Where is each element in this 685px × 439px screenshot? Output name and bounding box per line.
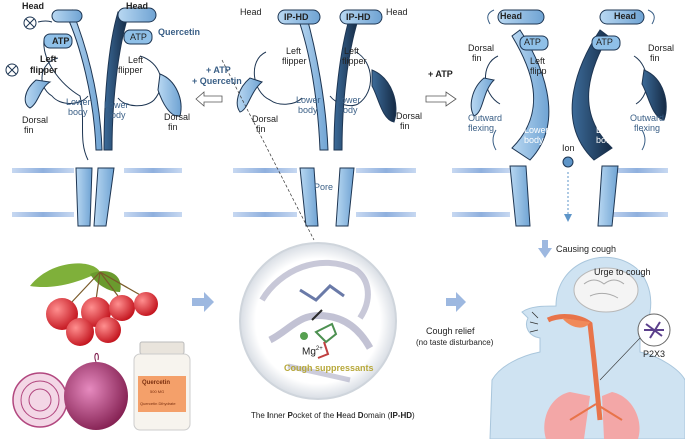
ion-label: Ion [562,143,575,153]
quercetin-label: Quercetin [158,27,201,37]
dorsal-fin-label: fin [256,124,266,134]
mg-label: Mg2+ [302,346,323,357]
channel-closed [5,7,182,227]
left-flipper-label: Left [286,46,302,56]
lower-body-label: body [106,110,126,120]
lower-body-label: body [338,105,358,115]
dorsal-fin-label: fin [400,121,410,131]
bottle-dose: 500 MG [150,389,165,394]
lower-body-label: body [298,105,318,115]
left-flipper-label: Left [128,55,144,65]
dorsal-fin-label: Dorsal [468,43,495,53]
cough-relief-label: Cough relief [426,326,475,336]
iphd-caption: The Inner Pocket of the Head Domain (IP-… [251,411,415,420]
mg-text: Mg [302,346,316,358]
dorsal-fin-label: Dorsal [648,43,675,53]
left-flipper-label: Left [344,46,360,56]
dorsal-fin-label: fin [168,122,178,132]
no-taste-label: (no taste disturbance) [416,338,494,347]
dorsal-fin-label: Dorsal [22,115,49,125]
atp-label: ATP [130,32,147,42]
pore-label: Pore [314,182,334,192]
dorsal-fin-label: Dorsal [396,111,423,121]
p2x3-label: P2X3 [643,349,666,359]
left-flipper-label: flipper [342,56,367,66]
arrow-label: + Quercetin [192,76,242,86]
head-label: Head [386,7,408,17]
left-flipper-label: Left [530,56,546,66]
left-flipper-label: flipper [118,65,143,75]
lower-body-label: Lower [104,100,129,110]
outward-flexing-label: Outward [468,113,503,123]
lower-body-label: body [596,135,616,145]
lower-body-label: Lower [336,95,361,105]
atp-label: ATP [596,37,613,47]
outward-flexing-label: flexing [634,123,661,133]
arrow-label: + ATP [428,69,453,79]
mg-charge: 2+ [315,346,323,352]
left-flipper-label: flipper [282,56,307,66]
atp-label: ATP [52,36,70,46]
arrows [192,59,552,312]
head-label: Head [126,1,149,11]
dorsal-fin-label: fin [650,53,660,63]
bottle-brand: Quercetin [142,380,171,386]
head-label: Head [22,1,45,11]
cough-suppressants-label: Cough suppressants [284,363,374,373]
dorsal-fin-label: fin [472,53,482,63]
cherries-image [30,263,158,346]
bottle-subtitle: Quercetin Dihydrate [140,401,176,406]
iphd-label: IP-HD [284,12,309,22]
lower-body-label: Lower [596,125,621,135]
quercetin-bottle [133,341,191,431]
lower-body-label: body [524,135,544,145]
arrow-label: + ATP [206,65,231,75]
membrane-bars [12,168,668,217]
channel-bound [236,9,397,227]
iphd-label: IP-HD [346,12,371,22]
onions-image [12,353,128,430]
urge-to-cough-label: Urge to cough [594,267,651,277]
lower-body-label: body [68,107,88,117]
dorsal-fin-label: fin [24,125,34,135]
atp-label: ATP [524,37,541,47]
head-label: Head [240,7,262,17]
left-flipper-label: Left [40,54,57,64]
channel-open [470,9,667,227]
head-label: Head [500,11,523,21]
dorsal-fin-label: Dorsal [252,114,279,124]
head-label: Head [614,11,637,21]
lower-body-label: Lower [296,95,321,105]
left-flipper-label: flipper [30,65,58,75]
lower-body-label: Lower [524,125,549,135]
iphd-lens [239,242,397,400]
dorsal-fin-label: Dorsal [164,112,191,122]
causing-cough-label: Causing cough [556,244,617,254]
outward-flexing-label: Outward [630,113,665,123]
lower-body-label: Lower [66,97,91,107]
left-flipper-label: flipp [530,66,547,76]
outward-flexing-label: flexing [468,123,495,133]
